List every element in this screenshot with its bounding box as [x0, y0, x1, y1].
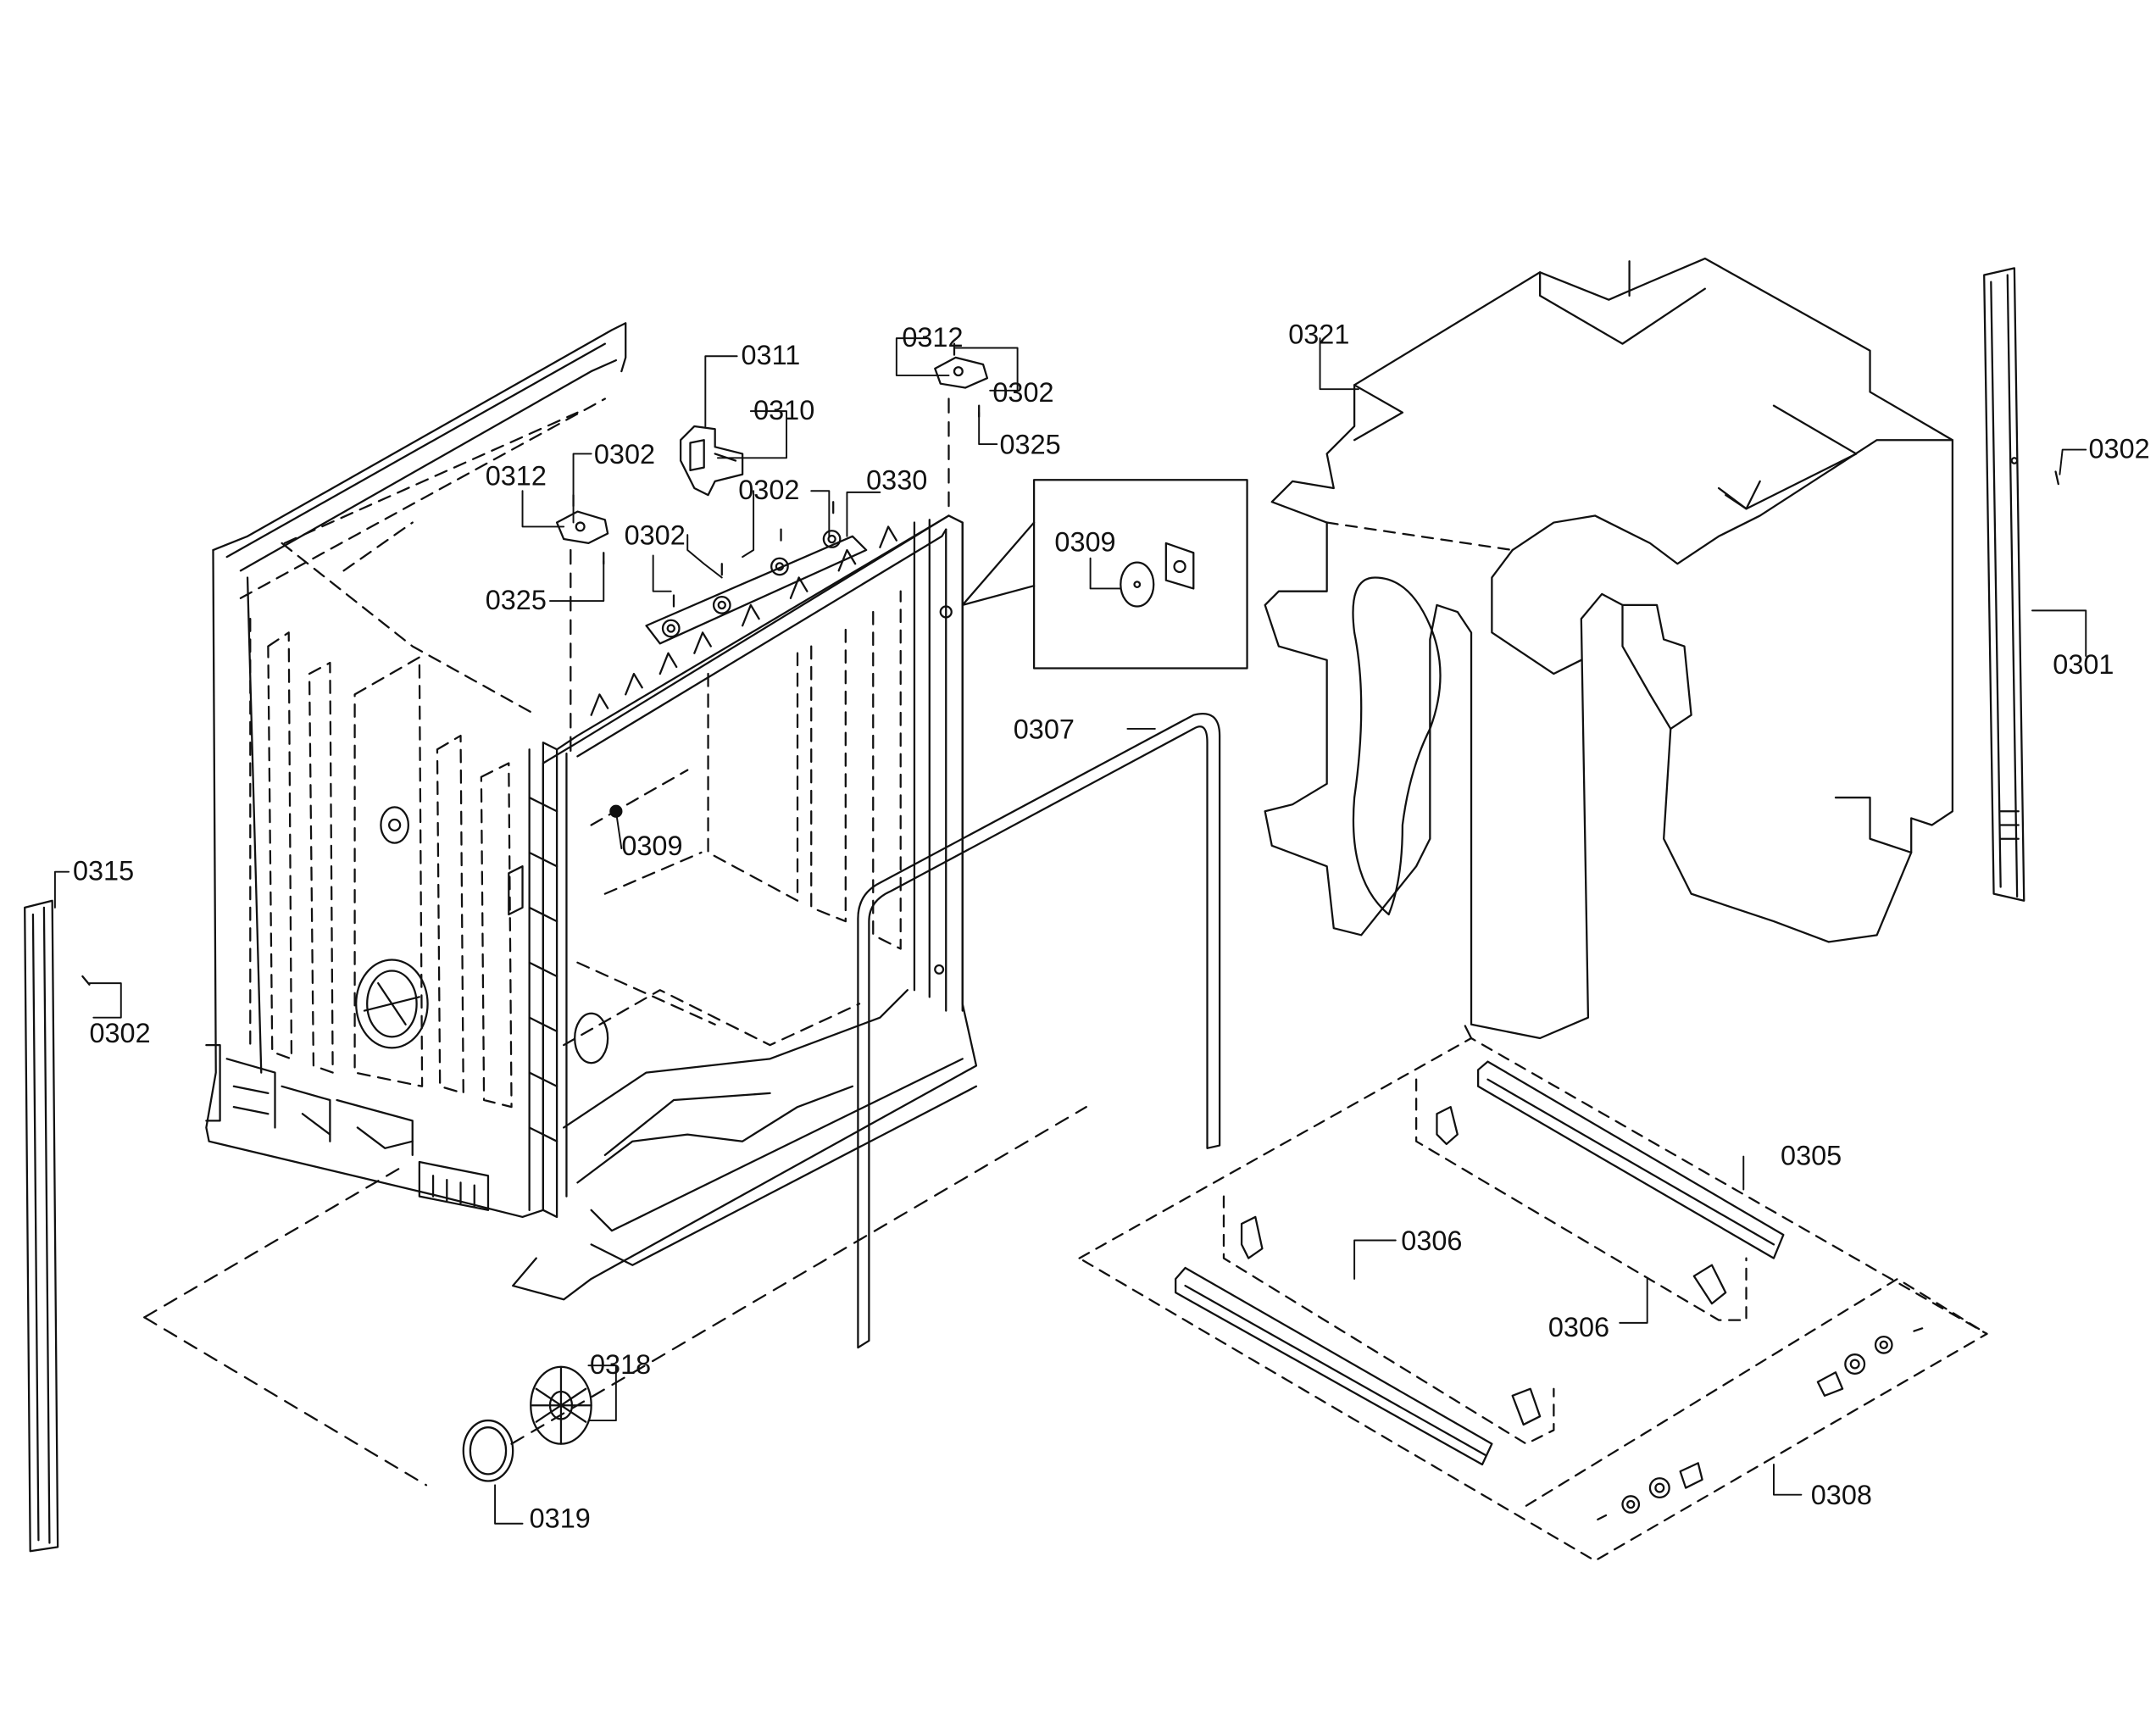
label-0312: 0312	[486, 461, 547, 492]
label-0302: 0302	[2089, 433, 2150, 464]
label-0309: 0309	[1054, 527, 1115, 558]
label-0305: 0305	[1781, 1140, 1842, 1170]
label-0306: 0306	[1548, 1312, 1609, 1342]
label-0301: 0301	[2053, 649, 2114, 680]
label-0302: 0302	[625, 520, 686, 551]
label-0325: 0325	[486, 585, 547, 615]
right-side-trim	[1983, 267, 2025, 902]
label-0310: 0310	[753, 395, 814, 425]
label-0306: 0306	[1401, 1225, 1462, 1256]
label-0318: 0318	[590, 1349, 651, 1380]
label-0315: 0315	[73, 855, 134, 886]
tub-assembly	[205, 322, 978, 1301]
label-0321: 0321	[1288, 320, 1349, 350]
label-0319: 0319	[530, 1503, 591, 1534]
door-gasket	[857, 713, 1221, 1349]
label-0330: 0330	[866, 465, 927, 496]
label-0302: 0302	[594, 439, 655, 470]
projection-lines	[143, 397, 1473, 1487]
label-0309: 0309	[621, 831, 682, 861]
label-0302: 0302	[89, 1018, 150, 1048]
base-rails-assembly	[1078, 1037, 1988, 1562]
label-0302: 0302	[738, 475, 799, 505]
detail-inset-0309	[961, 479, 1248, 670]
label-0325: 0325	[1000, 429, 1061, 459]
label-0311: 0311	[742, 340, 801, 370]
part-labels: 0311 0310 0312 0302 0302 0330 0312 0302 …	[73, 320, 2150, 1534]
label-0307: 0307	[1014, 714, 1075, 744]
label-0312: 0312	[902, 322, 963, 353]
left-side-trim	[24, 899, 91, 1553]
sump-cover-and-ring	[462, 1365, 592, 1482]
label-0302: 0302	[992, 377, 1053, 408]
insulation-blanket	[1264, 257, 1954, 1040]
leader-lines	[53, 337, 2087, 1525]
label-0308: 0308	[1811, 1480, 1872, 1510]
